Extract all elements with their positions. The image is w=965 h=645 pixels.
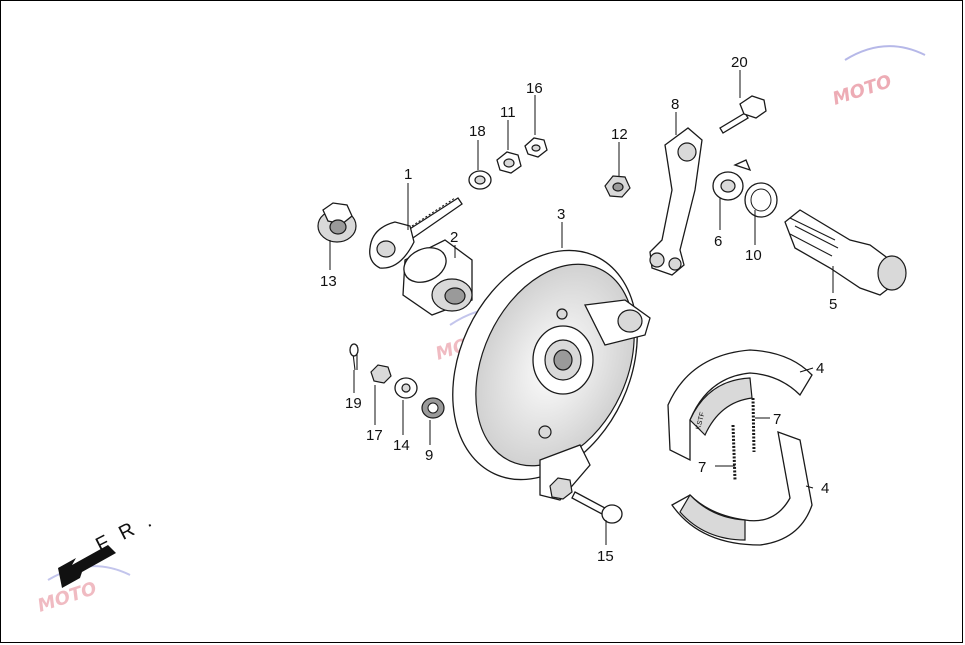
callout-12: 12 (611, 126, 628, 143)
callout-4-lower: 4 (821, 480, 829, 497)
watermark-bottom-left: MOTO (35, 565, 131, 617)
callout-1: 1 (404, 166, 412, 183)
part-7-spring-right (751, 397, 756, 453)
part-8-brake-arm (649, 127, 703, 276)
part-11-nut (496, 151, 522, 174)
callout-4-upper: 4 (816, 360, 824, 377)
callout-5: 5 (829, 296, 837, 313)
part-15-panel-bolt (571, 491, 623, 524)
svg-text:MOTO: MOTO (830, 71, 894, 110)
callout-19: 19 (345, 395, 362, 412)
front-direction-label: F R . (92, 508, 158, 556)
part-4-brake-shoe-lower (671, 431, 813, 546)
part-1-brake-rod-eyebolt (369, 197, 463, 269)
part-3-brake-panel (452, 249, 651, 501)
part-10-felt-seal (744, 182, 778, 218)
callout-15: 15 (597, 548, 614, 565)
part-16-nut (524, 137, 548, 158)
callout-9: 9 (425, 447, 433, 464)
part-9-seal-ring (421, 397, 445, 419)
part-17-castle-nut (370, 364, 392, 384)
callout-20: 20 (731, 54, 748, 71)
part-12-nut (604, 175, 631, 198)
part-4-brake-shoe-upper: KSTF (667, 349, 813, 462)
callout-6: 6 (714, 233, 722, 250)
callout-17: 17 (366, 427, 383, 444)
callout-10: 10 (745, 247, 762, 264)
svg-text:KSTF: KSTF (695, 411, 706, 430)
callout-2: 2 (450, 229, 458, 246)
callout-3: 3 (557, 206, 565, 223)
part-13-flange-nut (317, 202, 357, 243)
part-18-washer (468, 170, 492, 190)
part-19-cotter-pin (349, 343, 359, 371)
callout-13: 13 (320, 273, 337, 290)
front-direction-arrow: F R . (58, 508, 159, 588)
part-6-wear-indicator (712, 159, 752, 201)
callout-labels: 1 2 3 4 4 5 6 7 7 8 9 10 11 12 13 14 15 … (320, 54, 837, 565)
callout-16: 16 (526, 80, 543, 97)
part-20-bolt (719, 95, 767, 134)
callout-7-right: 7 (773, 411, 781, 428)
part-5-brake-cam (784, 209, 907, 296)
callout-8: 8 (671, 96, 679, 113)
callout-14: 14 (393, 437, 410, 454)
leader-lines (329, 70, 834, 545)
part-14-washer (394, 377, 418, 399)
watermark-top-right: MOTO (830, 45, 926, 110)
callout-7-left: 7 (698, 459, 706, 476)
callout-18: 18 (469, 123, 486, 140)
callout-11: 11 (500, 104, 516, 121)
part-7-spring-left (731, 424, 737, 481)
part-2-collar (402, 239, 473, 316)
